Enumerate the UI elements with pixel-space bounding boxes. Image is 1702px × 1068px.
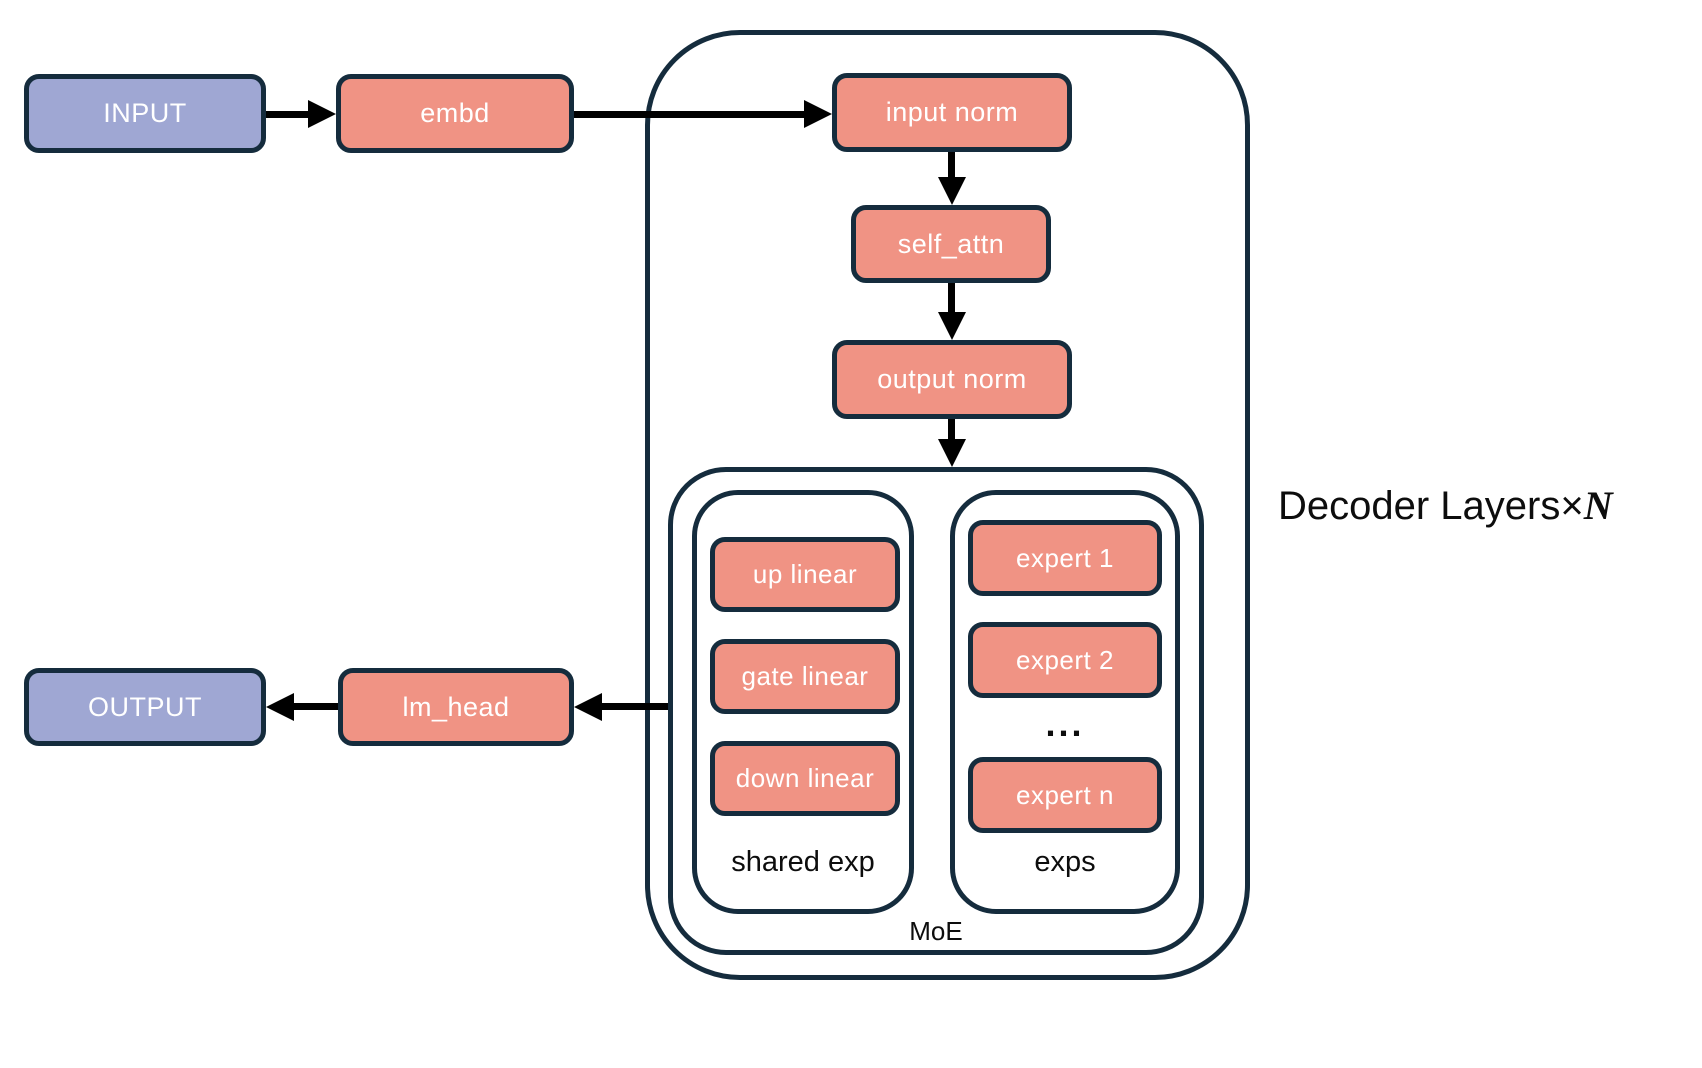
arrow-input-to-embd-line bbox=[266, 111, 310, 118]
arrow-output-norm-to-moe-line bbox=[948, 419, 955, 441]
arrow-lm-head-to-output-head bbox=[266, 693, 294, 721]
exps-label: exps bbox=[1034, 846, 1096, 878]
n-symbol: N bbox=[1583, 483, 1613, 528]
self-attn-node: self_attn bbox=[851, 205, 1051, 283]
gate-linear-node: gate linear bbox=[710, 639, 900, 714]
output-node: OUTPUT bbox=[24, 668, 266, 746]
input-node: INPUT bbox=[24, 74, 266, 153]
embd-node: embd bbox=[336, 74, 574, 153]
arrow-moe-to-lm-head-line bbox=[600, 703, 668, 710]
expert-1-node: expert 1 bbox=[968, 520, 1162, 596]
shared-exp-label: shared exp bbox=[731, 846, 875, 878]
expert-n-node: expert n bbox=[968, 757, 1162, 833]
arrow-self-attn-to-output-norm-line bbox=[948, 283, 955, 314]
up-linear-node: up linear bbox=[710, 537, 900, 612]
input-norm-node: input norm bbox=[832, 73, 1072, 152]
arrow-input-to-embd-head bbox=[308, 100, 336, 128]
moe-label: MoE bbox=[909, 916, 963, 946]
down-linear-node: down linear bbox=[710, 741, 900, 816]
shared-exp-container bbox=[692, 490, 914, 914]
lm-head-node: lm_head bbox=[338, 668, 574, 746]
arrow-embd-to-input-norm-head bbox=[804, 100, 832, 128]
experts-ellipsis-label: ... bbox=[1045, 703, 1085, 744]
decoder-layers-caption: Decoder Layers×N bbox=[1278, 482, 1613, 529]
decoder-layers-caption-text: Decoder Layers bbox=[1278, 484, 1561, 528]
output-norm-node: output norm bbox=[832, 340, 1072, 419]
arrow-input-norm-to-self-attn-head bbox=[938, 177, 966, 205]
arrow-output-norm-to-moe-head bbox=[938, 439, 966, 467]
arrow-embd-to-input-norm-line bbox=[574, 111, 806, 118]
expert-2-node: expert 2 bbox=[968, 622, 1162, 698]
exps-container bbox=[950, 490, 1180, 914]
arrow-input-norm-to-self-attn-line bbox=[948, 152, 955, 179]
arrow-lm-head-to-output-line bbox=[292, 703, 338, 710]
moe-container bbox=[668, 467, 1204, 955]
times-symbol: × bbox=[1560, 484, 1584, 528]
arrow-moe-to-lm-head-head bbox=[574, 693, 602, 721]
arrow-self-attn-to-output-norm-head bbox=[938, 312, 966, 340]
decoder-layers-container bbox=[645, 30, 1250, 980]
